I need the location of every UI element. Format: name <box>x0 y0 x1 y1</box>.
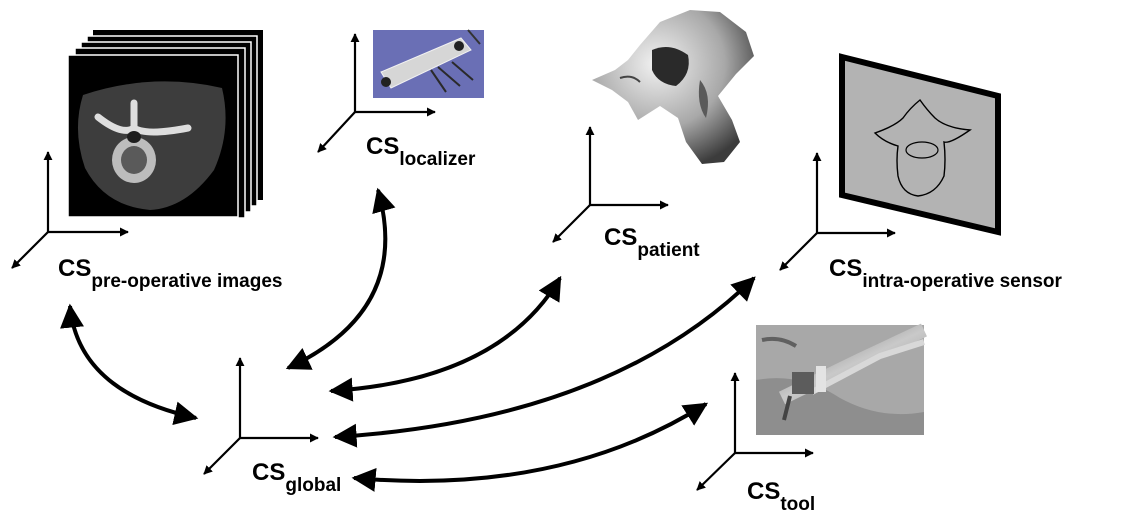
label-cs-intra-operative-sensor: CSintra-operative sensor <box>829 255 1063 292</box>
label-cs-patient: CSpatient <box>604 224 700 261</box>
arrow-global-patient <box>331 278 560 391</box>
axes-global <box>204 358 318 474</box>
arrow-global-tool <box>354 404 706 481</box>
arrow-global-localizer <box>288 190 385 368</box>
localizer-photo <box>373 30 484 98</box>
vertebra-model <box>592 10 754 164</box>
sensor-image <box>842 57 998 232</box>
ct-stack-image <box>68 30 263 218</box>
arrow-global-pre-operative-images <box>70 306 196 418</box>
label-cs-tool: CStool <box>747 478 815 513</box>
label-cs-pre-operative-images: CSpre-operative images <box>58 255 282 292</box>
tool-photo <box>756 325 924 435</box>
label-cs-localizer: CSlocalizer <box>366 133 476 170</box>
label-cs-global: CSglobal <box>252 459 341 496</box>
